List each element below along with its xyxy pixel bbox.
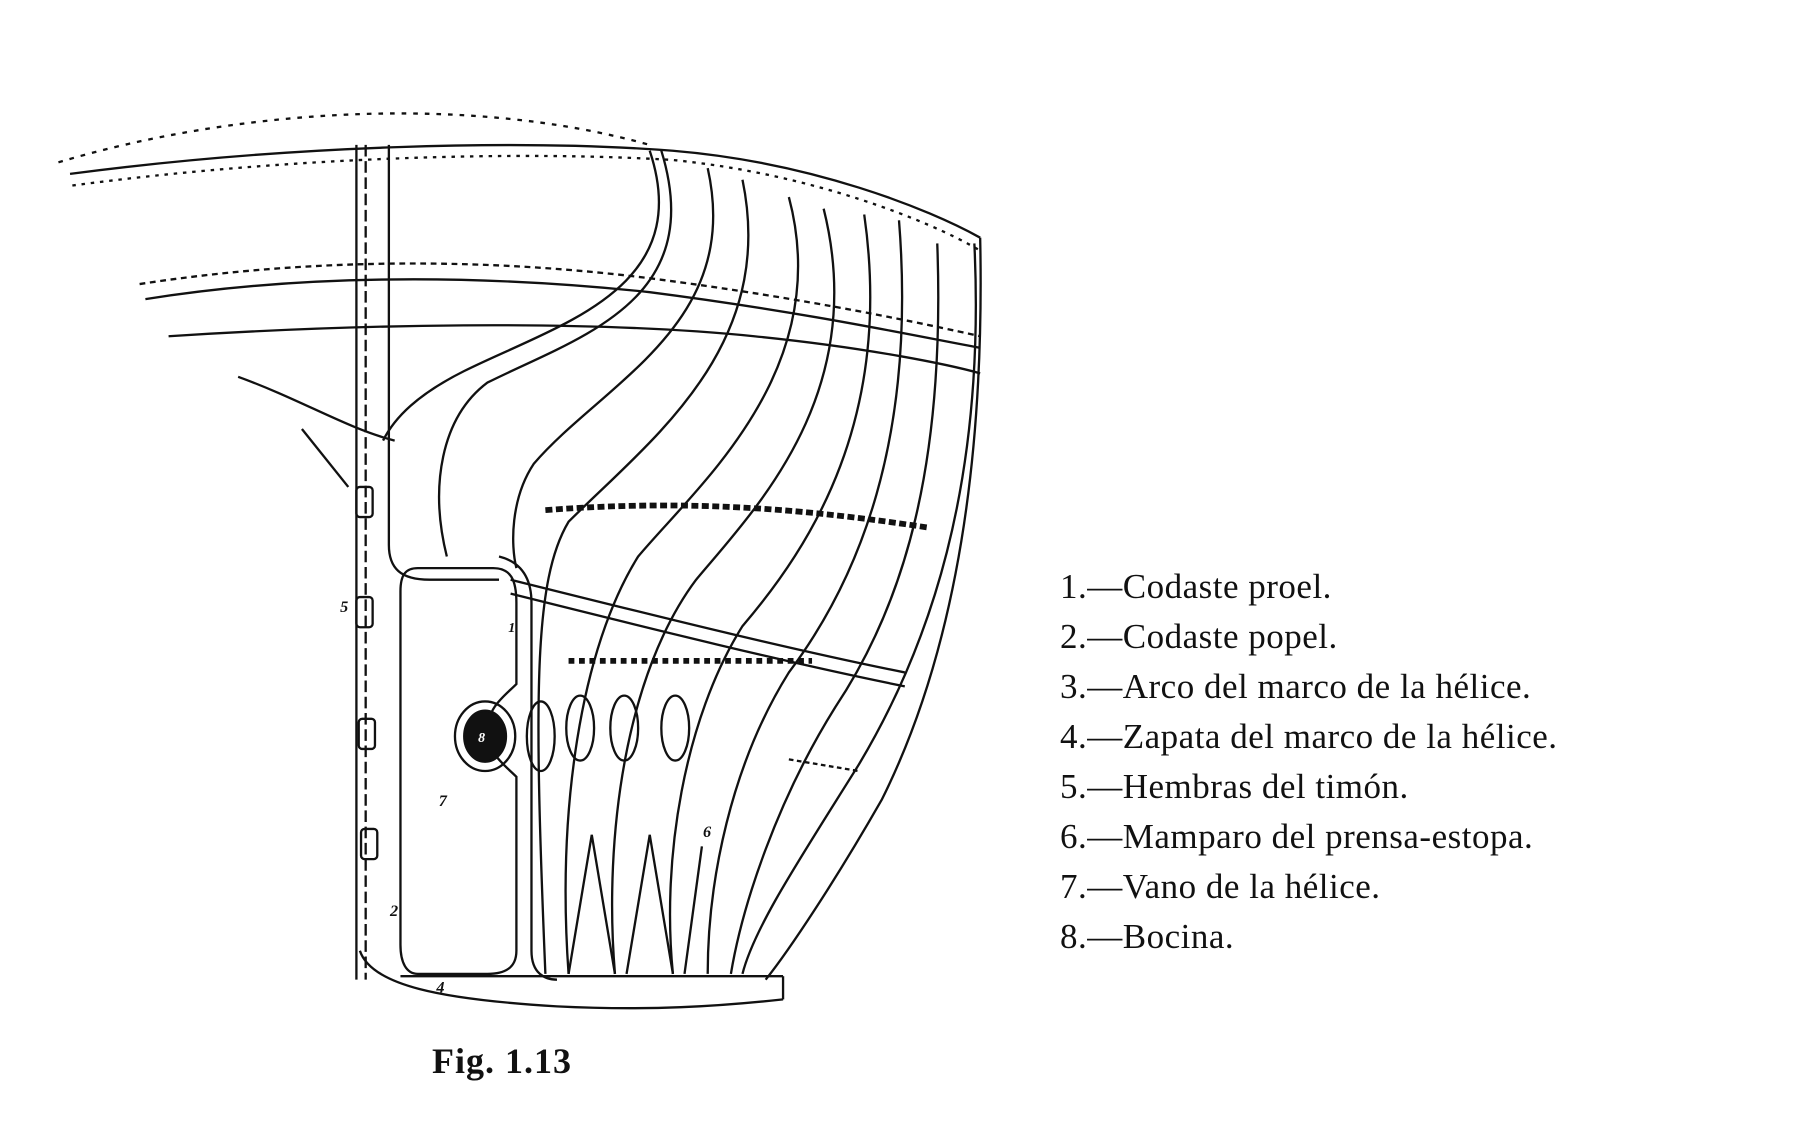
legend-item-5: 5.—Hembras del timón.: [1060, 767, 1409, 806]
gudgeon: [355, 595, 374, 629]
gudgeon: [357, 717, 377, 751]
frames: [382, 150, 982, 981]
callout-1: 1: [508, 621, 515, 636]
callout-4: 4: [435, 978, 444, 996]
callout-7: 7: [439, 792, 448, 810]
callout-5: 5: [340, 598, 348, 616]
figure-caption: Fig. 1.13: [432, 1041, 572, 1081]
callout-6: 6: [703, 823, 712, 841]
legend-item-2: 2.—Codaste popel.: [1060, 617, 1338, 656]
callout-2: 2: [389, 902, 398, 920]
propeller-frame-shoe: [358, 950, 785, 1010]
gudgeon: [355, 485, 374, 519]
legend-item-8: 8.—Bocina.: [1060, 917, 1235, 956]
callout-labels: 5 2 4 7 6 1 8: [340, 598, 712, 996]
legend-item-3: 3.—Arco del marco de la hélice.: [1060, 667, 1532, 706]
stern-tube-boss: [463, 709, 508, 763]
upper-deck-beams: [58, 112, 981, 773]
legend-item-4: 4.—Zapata del marco de la hélice.: [1060, 717, 1558, 756]
callout-8: 8: [478, 731, 485, 746]
propeller-aperture: [399, 555, 691, 981]
legend: 1.—Codaste proel. 2.—Codaste popel. 3.—A…: [1060, 562, 1558, 962]
legend-item-6: 6.—Mamparo del prensa-estopa.: [1060, 817, 1534, 856]
stern-post: [355, 144, 500, 980]
legend-item-7: 7.—Vano de la hélice.: [1060, 867, 1381, 906]
gudgeon: [359, 827, 379, 861]
legend-item-1: 1.—Codaste proel.: [1060, 567, 1332, 606]
